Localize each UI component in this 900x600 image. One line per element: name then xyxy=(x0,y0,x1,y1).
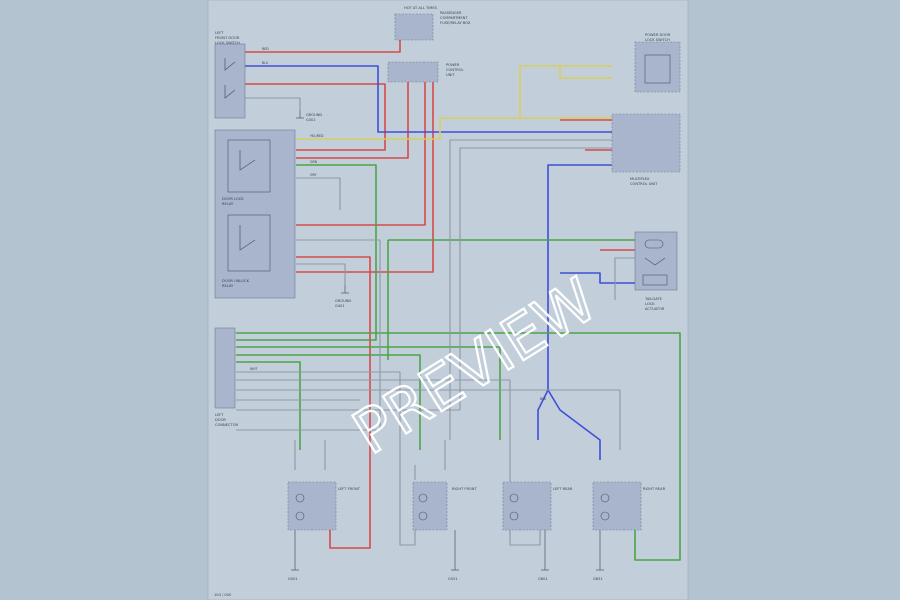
wire-gray-7 xyxy=(236,371,416,546)
wire-gray-3 xyxy=(449,139,612,440)
ground-g2-label-1: GROUND xyxy=(335,299,351,303)
wire-gray-11 xyxy=(614,257,635,300)
bottom-ground-label-1: G501 xyxy=(288,577,298,581)
ground-g2-label-2: G401 xyxy=(335,304,345,308)
wire-red-6 xyxy=(296,256,371,549)
wire-red-4 xyxy=(296,82,426,226)
wire-blue-4 xyxy=(560,272,635,284)
top-fuse-box: HOT AT ALL TIMES PASSENGER COMPARTMENT F… xyxy=(394,6,471,41)
wire-gray-8 xyxy=(236,379,541,546)
wire-yellow-3 xyxy=(559,65,612,79)
unlock-relay-label-2: RELAY xyxy=(222,284,234,288)
wire-label-yellow: YEL/RED xyxy=(310,134,324,138)
wire-labels: RED BLU YEL/RED GRN GRY WHT BLK xyxy=(250,47,547,401)
wire-label-green: GRN xyxy=(310,160,318,164)
right-actuator: TAILGATE LOCK ACTUATOR xyxy=(634,231,678,311)
wire-label-white: WHT xyxy=(250,367,258,371)
lock-relay-label-2: RELAY xyxy=(222,202,234,206)
top-fuse-label-1: HOT AT ALL TIMES xyxy=(404,6,438,10)
actuator-right-front: RIGHT FRONT xyxy=(412,481,477,531)
bottom-ground-label-2: G551 xyxy=(448,577,458,581)
wire-blue-1 xyxy=(244,65,612,133)
tailgate-label-3: ACTUATOR xyxy=(645,307,665,311)
wire-green-2 xyxy=(236,332,681,561)
wire-gray-4 xyxy=(236,147,612,411)
ground-g1-label-1: GROUND xyxy=(306,113,322,117)
pcm-box: POWER CONTROL UNIT xyxy=(387,61,464,83)
wire-green-1 xyxy=(236,164,377,341)
wires xyxy=(236,40,681,561)
wire-yellow-1 xyxy=(296,65,612,140)
left-top-switch-label-1: LEFT xyxy=(215,31,224,35)
left-connector-label-2: DOOR xyxy=(215,418,226,422)
wire-gray-6 xyxy=(296,263,346,285)
unlock-relay-label-1: DOOR UNLOCK xyxy=(222,279,250,283)
left-connector-label-1: LEFT xyxy=(215,413,224,417)
ground-g1: GROUND G301 xyxy=(296,110,322,122)
top-fuse-label-3: COMPARTMENT xyxy=(440,16,468,20)
actuator-left-front-label: LEFT FRONT xyxy=(338,487,361,491)
left-connector-label-3: CONNECTOR xyxy=(215,423,239,427)
left-connector: LEFT DOOR CONNECTOR xyxy=(214,327,239,427)
actuator-left-front: LEFT FRONT xyxy=(287,481,361,531)
wire-red-3 xyxy=(296,82,409,159)
pcm-label-1: POWER xyxy=(446,63,460,67)
wire-red-2 xyxy=(244,83,386,151)
wire-gray-5 xyxy=(236,239,381,431)
wire-gray-2 xyxy=(296,177,341,210)
bottom-grounds xyxy=(291,530,604,571)
lock-relay-label-1: DOOR LOCK xyxy=(222,197,244,201)
actuator-right-rear: RIGHT REAR xyxy=(592,481,666,531)
bottom-ground-label-3: G601 xyxy=(538,577,548,581)
wire-label-red: RED xyxy=(262,47,269,51)
page-number: 104 / 000 xyxy=(214,593,232,597)
wire-green-6 xyxy=(236,354,421,450)
wire-blue-3 xyxy=(547,389,601,460)
tailgate-label-2: LOCK xyxy=(645,302,655,306)
wire-green-5 xyxy=(236,346,501,440)
pcm-label-3: UNIT xyxy=(446,73,455,77)
pcm-label-2: CONTROL xyxy=(446,68,464,72)
left-mid-relays: DOOR LOCK RELAY DOOR UNLOCK RELAY xyxy=(214,129,296,299)
actuator-left-rear: LEFT REAR xyxy=(502,481,573,531)
right-top-box-label-1: POWER DOOR xyxy=(645,33,671,37)
wire-red-5 xyxy=(296,82,434,273)
right-mid-box: MULTIPLEX CONTROL UNIT xyxy=(611,113,681,186)
ground-g2: GROUND G401 xyxy=(335,285,351,308)
right-mid-box-label-2: CONTROL UNIT xyxy=(630,182,658,186)
bottom-ground-label-4: G651 xyxy=(593,577,603,581)
right-mid-box-label-1: MULTIPLEX xyxy=(630,177,650,181)
actuator-left-rear-label: LEFT REAR xyxy=(553,487,573,491)
wire-gray-1 xyxy=(244,97,301,110)
wire-label-black: BLK xyxy=(540,397,547,401)
actuator-right-front-label: RIGHT FRONT xyxy=(452,487,477,491)
tailgate-label-1: TAILGATE xyxy=(644,297,663,301)
ground-g1-label-2: G301 xyxy=(306,118,316,122)
left-top-switch-label-3: LOCK SWITCH xyxy=(215,41,240,45)
top-fuse-label-4: FUSE/RELAY BOX xyxy=(440,21,471,25)
wire-label-gray: GRY xyxy=(310,173,316,177)
left-top-switch: LEFT FRONT DOOR LOCK SWITCH xyxy=(214,31,246,119)
top-fuse-label-2: PASSENGER xyxy=(440,11,462,15)
wire-red-1 xyxy=(244,40,401,53)
wire-label-blue: BLU xyxy=(262,61,269,65)
right-top-box: POWER DOOR LOCK SWITCH xyxy=(634,33,681,93)
left-top-switch-label-2: FRONT DOOR xyxy=(215,36,240,40)
wire-green-7 xyxy=(236,361,301,450)
actuator-right-rear-label: RIGHT REAR xyxy=(643,487,666,491)
wire-gray-9 xyxy=(236,389,621,450)
right-top-box-label-2: LOCK SWITCH xyxy=(645,38,670,42)
